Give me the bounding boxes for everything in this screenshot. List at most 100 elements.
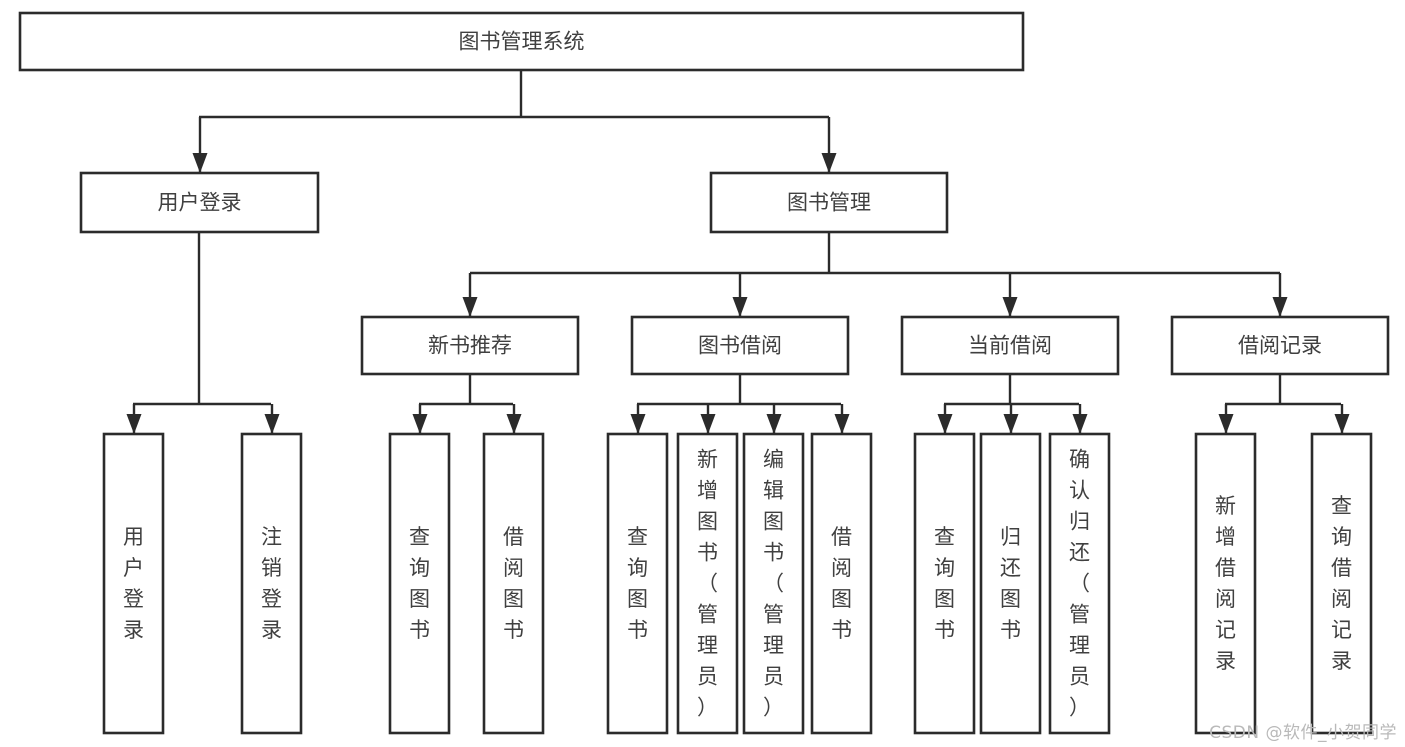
connector-lines-layer (126, 70, 1350, 434)
node-box[interactable] (482, 432, 545, 735)
node-leaf-logout[interactable]: 注销登录 (240, 432, 303, 735)
node-label-char: 借 (831, 525, 852, 549)
node-box[interactable] (709, 171, 949, 234)
node-leaf-query-book-current[interactable]: 查询图书 (913, 432, 976, 735)
node-book-management[interactable]: 图书管理 (709, 171, 949, 234)
connector-to-user-login (192, 117, 208, 173)
node-label-char: ） (763, 695, 784, 719)
connector-to-leaf-query-book-current (937, 404, 953, 434)
node-box[interactable] (102, 432, 165, 735)
node-label: 借阅图书 (831, 525, 852, 642)
node-label-char: 注 (261, 525, 282, 549)
connector-to-leaf-borrow-book (834, 404, 850, 434)
node-label: 借阅记录 (1238, 334, 1322, 358)
node-box[interactable] (742, 432, 805, 735)
node-box[interactable] (1170, 315, 1390, 376)
node-box[interactable] (360, 315, 580, 376)
node-label-char: 录 (1215, 649, 1236, 673)
node-label-char: 书 (934, 618, 955, 642)
node-leaf-confirm-return-admin[interactable]: 确认归还（管理员） (1048, 432, 1111, 735)
node-label: 查询图书 (934, 525, 955, 642)
node-box[interactable] (79, 171, 320, 234)
node-box[interactable] (240, 432, 303, 735)
connector-to-leaf-query-borrow-record (1334, 404, 1350, 434)
node-box[interactable] (606, 432, 669, 735)
node-label: 查询图书 (409, 525, 430, 642)
arrow-head-icon (462, 297, 478, 317)
node-label-char: 阅 (1215, 587, 1236, 611)
connector-to-leaf-query-book-recommend (412, 404, 428, 434)
node-label: 当前借阅 (968, 334, 1052, 358)
node-label-char: 新 (697, 447, 718, 471)
arrow-head-icon (1218, 414, 1234, 434)
node-label-char: 图 (934, 587, 955, 611)
node-box[interactable] (913, 432, 976, 735)
node-box[interactable] (18, 11, 1025, 72)
node-label-char: ） (697, 695, 718, 719)
connector-to-book-borrow (732, 273, 748, 317)
node-label-char: 新 (1215, 494, 1236, 518)
node-box[interactable] (810, 432, 873, 735)
diagram-nodes-layer: 图书管理系统用户登录图书管理新书推荐图书借阅当前借阅借阅记录用户登录注销登录查询… (18, 11, 1390, 735)
node-box[interactable] (1048, 432, 1111, 735)
node-leaf-add-book-admin[interactable]: 新增图书（管理员） (676, 432, 739, 735)
node-label-char: 借 (1215, 556, 1236, 580)
connector-bar-book-borrow (637, 374, 841, 406)
connector-to-leaf-query-book-borrow (630, 404, 646, 434)
node-label-char: 理 (697, 633, 718, 657)
node-root[interactable]: 图书管理系统 (18, 11, 1025, 72)
node-user-login[interactable]: 用户登录 (79, 171, 320, 234)
node-leaf-borrow-book[interactable]: 借阅图书 (810, 432, 873, 735)
node-label-char: 管 (763, 602, 784, 626)
node-label-char: 录 (261, 618, 282, 642)
node-leaf-query-book-recommend[interactable]: 查询图书 (388, 432, 451, 735)
node-label-char: 询 (1331, 525, 1352, 549)
node-leaf-user-login[interactable]: 用户登录 (102, 432, 165, 735)
node-box[interactable] (388, 432, 451, 735)
connector-bar-user-login (133, 232, 271, 406)
node-label-char: （ (697, 571, 718, 595)
node-box[interactable] (1194, 432, 1257, 735)
node-label-char: 还 (1069, 540, 1090, 564)
node-label-char: 图 (763, 509, 784, 533)
node-box[interactable] (630, 315, 850, 376)
node-label: 图书管理系统 (459, 30, 585, 54)
arrow-head-icon (1334, 414, 1350, 434)
connector-to-borrow-record (1272, 273, 1288, 317)
node-label-char: 书 (697, 540, 718, 564)
node-label-char: 认 (1069, 478, 1090, 502)
connector-to-leaf-confirm-return-admin (1072, 404, 1088, 434)
node-label-char: 增 (1215, 525, 1236, 549)
node-label-char: 图 (697, 509, 718, 533)
node-borrow-record[interactable]: 借阅记录 (1170, 315, 1390, 376)
node-label-char: 记 (1331, 618, 1352, 642)
node-book-borrow[interactable]: 图书借阅 (630, 315, 850, 376)
node-box[interactable] (1310, 432, 1373, 735)
node-leaf-edit-book-admin[interactable]: 编辑图书（管理员） (742, 432, 805, 735)
node-label-char: 图 (627, 587, 648, 611)
connector-bar-root (199, 70, 829, 119)
node-label-char: ） (1069, 695, 1090, 719)
node-label-char: 理 (1069, 633, 1090, 657)
node-label-char: 销 (261, 556, 282, 580)
node-label: 图书管理 (787, 191, 871, 215)
node-label-char: 书 (1000, 618, 1021, 642)
node-leaf-borrow-book-recommend[interactable]: 借阅图书 (482, 432, 545, 735)
node-label-char: 管 (697, 602, 718, 626)
node-label-char: 书 (409, 618, 430, 642)
node-box[interactable] (979, 432, 1042, 735)
node-label-char: 员 (1069, 664, 1090, 688)
node-current-borrow[interactable]: 当前借阅 (900, 315, 1120, 376)
node-leaf-query-borrow-record[interactable]: 查询借阅记录 (1310, 432, 1373, 735)
connector-bar-new-book-recommend (419, 374, 513, 406)
node-leaf-add-borrow-record[interactable]: 新增借阅记录 (1194, 432, 1257, 735)
node-leaf-query-book-borrow[interactable]: 查询图书 (606, 432, 669, 735)
node-box[interactable] (676, 432, 739, 735)
node-new-book-recommend[interactable]: 新书推荐 (360, 315, 580, 376)
node-box[interactable] (900, 315, 1120, 376)
node-label-char: 编 (763, 447, 784, 471)
connector-to-leaf-borrow-book-recommend (506, 404, 522, 434)
node-leaf-return-book[interactable]: 归还图书 (979, 432, 1042, 735)
node-label-char: 录 (1331, 649, 1352, 673)
node-label-char: 图 (409, 587, 430, 611)
